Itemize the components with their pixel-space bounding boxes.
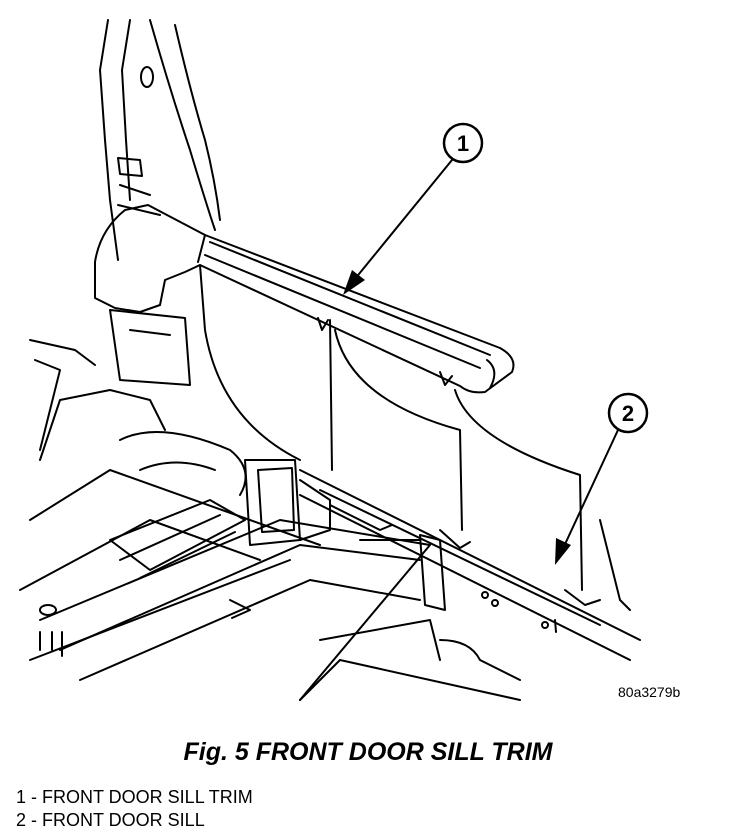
figure-caption: Fig. 5 FRONT DOOR SILL TRIM xyxy=(183,738,553,766)
legend-item-2: 2 - FRONT DOOR SILL xyxy=(16,810,205,830)
callout-2: 2 xyxy=(607,392,649,434)
hinge-pillar xyxy=(29,309,191,451)
legend: 1 - FRONT DOOR SILL TRIM 2 - FRONT DOOR … xyxy=(16,786,253,832)
door-sill-part xyxy=(299,469,641,661)
callout-2-number: 2 xyxy=(622,401,634,426)
legend-item-1: 1 - FRONT DOOR SILL TRIM xyxy=(16,787,253,807)
floor-bracket xyxy=(244,459,446,611)
arrowhead-2 xyxy=(555,538,571,565)
callout-1: 1 xyxy=(442,122,484,164)
sill-trim-part xyxy=(94,204,515,394)
callout-1-number: 1 xyxy=(457,131,469,156)
figure-code: 80a3279b xyxy=(618,684,681,700)
arrowhead-1 xyxy=(343,270,365,295)
floor-pan xyxy=(19,389,521,701)
b-pillar xyxy=(99,19,221,261)
rear-door-panel xyxy=(199,264,631,611)
diagram-illustration: 1 2 xyxy=(19,19,649,701)
leader-arrow-2 xyxy=(559,429,619,556)
leader-lines xyxy=(349,159,619,556)
leader-arrow-1 xyxy=(349,159,453,286)
